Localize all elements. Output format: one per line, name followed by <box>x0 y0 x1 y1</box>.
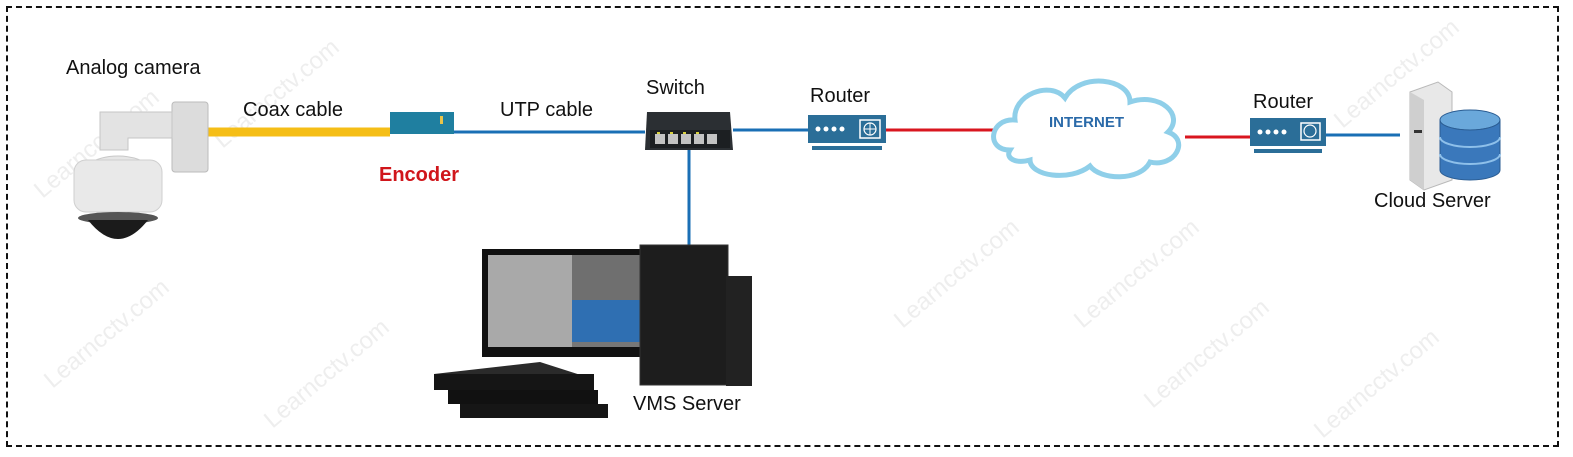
router-label: Router <box>810 85 871 107</box>
internet-label: INTERNET <box>1049 114 1124 131</box>
diagram-frame <box>6 6 1559 447</box>
vms-server-label: VMS Server <box>633 393 741 415</box>
vms-server-icon <box>434 244 752 418</box>
router-icon <box>808 115 886 150</box>
router-icon <box>1250 118 1326 153</box>
encoder-label: Encoder <box>379 164 460 186</box>
coax-cable-label: Coax cable <box>243 99 344 121</box>
encoder-icon <box>390 112 454 134</box>
cloud-server-label: Cloud Server <box>1374 190 1491 212</box>
utp-cable-label: UTP cable <box>500 99 594 121</box>
switch-label: Switch <box>646 77 705 99</box>
router-label: Router <box>1253 91 1314 113</box>
internet-cloud-icon <box>991 78 1182 180</box>
cloud-server-icon <box>1409 81 1501 191</box>
analog-camera-icon <box>73 101 209 239</box>
analog-camera-label: Analog camera <box>66 57 201 79</box>
switch-icon <box>645 112 733 150</box>
